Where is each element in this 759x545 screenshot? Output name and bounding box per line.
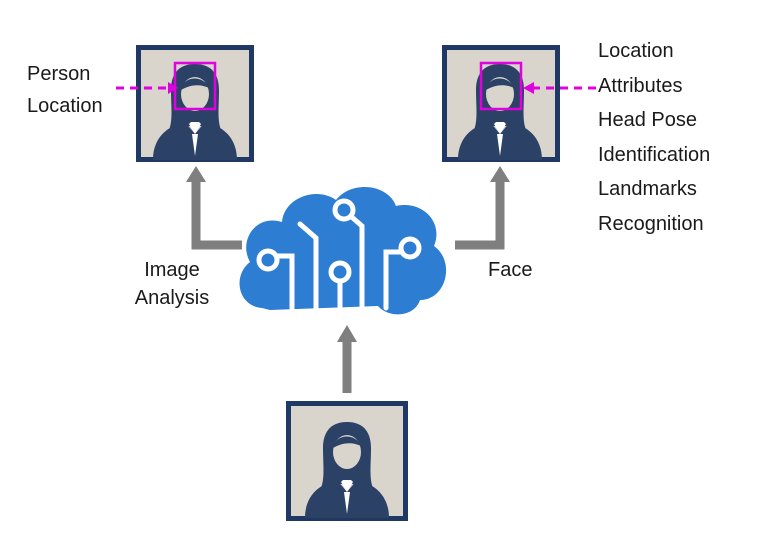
arrow-to-image-analysis <box>191 178 242 250</box>
arrow-to-face <box>455 178 505 250</box>
face-attribute-item: Recognition <box>598 212 704 235</box>
image-analysis-line-2: Analysis <box>134 287 210 309</box>
face-attribute-item: Identification <box>598 143 711 166</box>
person-location-label: Person Location <box>27 62 103 118</box>
face-attribute-item: Head Pose <box>598 109 697 131</box>
face-attributes-list: Location Attributes Head Pose Identifica… <box>598 34 710 241</box>
person-location-line-2: Location <box>27 95 103 117</box>
image-analysis-line-1: Image <box>144 259 200 281</box>
face-bounding-box <box>479 61 523 111</box>
face-attribute-item: Attributes <box>598 74 683 97</box>
bottom-photo-card <box>286 401 408 521</box>
face-bounding-box <box>173 61 217 111</box>
person-location-line-1: Person <box>27 63 91 85</box>
face-attribute-item: Location <box>598 40 674 62</box>
brain-cloud-icon <box>239 187 447 315</box>
face-label: Face <box>488 259 533 281</box>
right-photo-card <box>442 45 560 162</box>
image-analysis-label: Image Analysis <box>122 258 222 310</box>
left-photo-card <box>136 45 254 162</box>
face-attribute-item: Landmarks <box>598 178 697 200</box>
